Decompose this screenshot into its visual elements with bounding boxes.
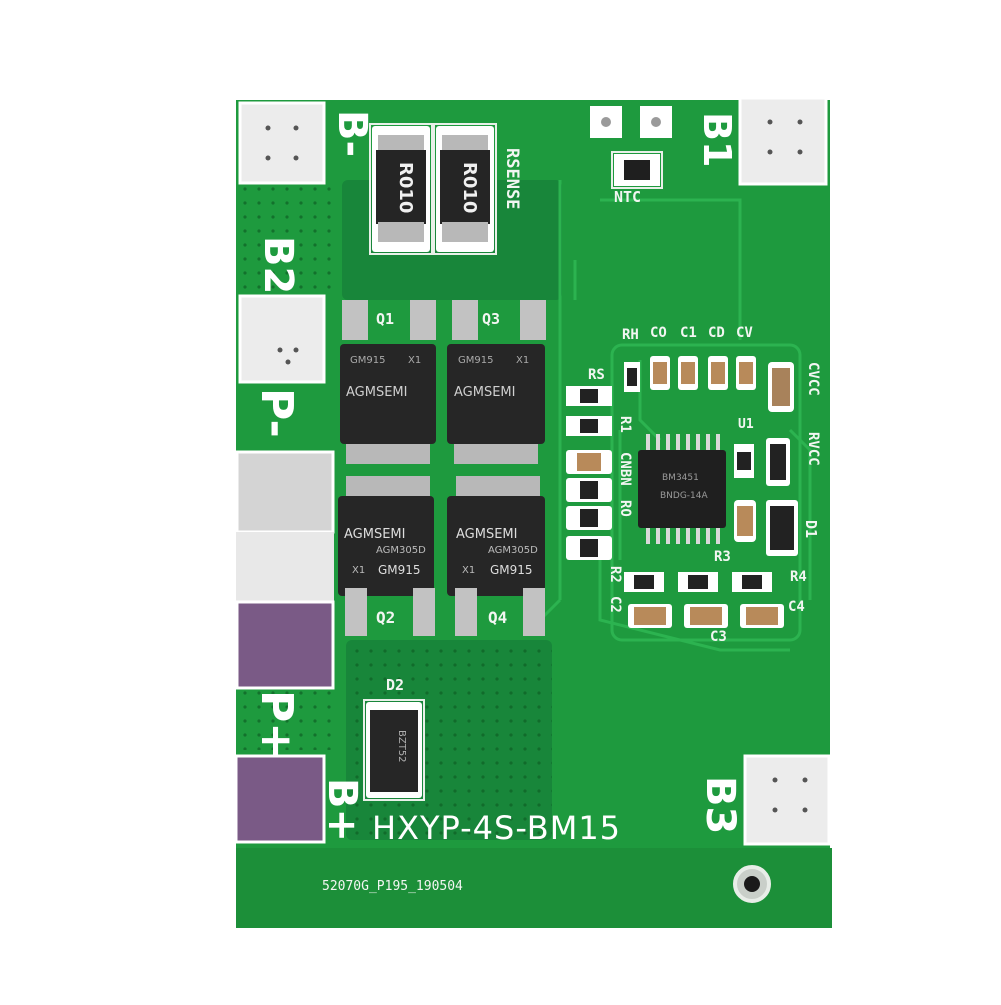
label-b1: B1 xyxy=(695,112,739,168)
refdes-cd: CD xyxy=(708,325,725,341)
refdes-r4: R4 xyxy=(790,569,807,585)
pad-b1 xyxy=(738,96,828,186)
ntc-thermistor xyxy=(614,154,660,186)
refdes-q4: Q4 xyxy=(488,608,508,627)
pad-b-plus xyxy=(234,754,326,844)
label-b3: B3 xyxy=(697,776,743,835)
mosfet-q1-brand: AGMSEMI xyxy=(346,385,408,400)
refdes-c4: C4 xyxy=(788,599,805,615)
label-p-plus: P+ xyxy=(251,690,302,760)
diode-d2 xyxy=(366,702,422,798)
mosfet-q3 xyxy=(447,300,546,464)
refdes-d1: D1 xyxy=(802,520,820,539)
mosfet-q2-code: GM915 xyxy=(378,563,421,577)
label-p-minus: P- xyxy=(251,388,302,438)
shunt-marking-2: R010 xyxy=(459,162,480,214)
ic-marking-1: BM3451 xyxy=(662,473,699,483)
refdes-r3: R3 xyxy=(714,549,731,565)
shunt-resistor-2 xyxy=(436,126,494,252)
refdes-r2: R2 xyxy=(607,566,623,583)
refdes-u1: U1 xyxy=(738,417,754,432)
pad-b-minus xyxy=(238,101,326,185)
shunt-marking-1: R010 xyxy=(395,162,416,214)
refdes-c1: C1 xyxy=(680,325,697,341)
board-model: HXYP-4S-BM15 xyxy=(372,809,622,847)
refdes-r1: R1 xyxy=(617,416,633,433)
mosfet-q2-x: X1 xyxy=(352,565,366,576)
via-field-2 xyxy=(242,180,336,290)
refdes-c2: C2 xyxy=(607,596,623,613)
mosfet-q1-code: GM915 xyxy=(350,355,386,366)
label-b-plus: B+ xyxy=(319,778,365,843)
mosfet-q3-code: GM915 xyxy=(458,355,494,366)
pad-p-minus-top xyxy=(238,294,326,384)
protection-ic xyxy=(638,434,726,544)
mosfet-q2-part: AGM305D xyxy=(376,545,426,556)
refdes-cv: CV xyxy=(736,325,753,341)
diode-marking: BZT52 xyxy=(396,730,407,763)
label-b-minus: B- xyxy=(329,110,375,158)
refdes-cnbn: CNBN xyxy=(617,452,633,486)
pad-p-plus xyxy=(235,600,335,690)
refdes-q2: Q2 xyxy=(376,608,396,627)
refdes-cvcc: CVCC xyxy=(805,362,821,396)
mosfet-q2-brand: AGMSEMI xyxy=(344,527,406,542)
via-field-3 xyxy=(242,690,336,750)
refdes-rh: RH xyxy=(622,327,639,343)
refdes-ro: RO xyxy=(617,500,633,517)
ic-marking-2: BNDG-14A xyxy=(660,491,708,501)
mosfet-q1 xyxy=(340,300,436,464)
passives xyxy=(566,356,798,628)
pad-p-minus-bottom xyxy=(235,450,335,534)
refdes-q1: Q1 xyxy=(376,310,395,328)
pcb-bottom-strip xyxy=(236,848,832,928)
mosfet-q4-part: AGM305D xyxy=(488,545,538,556)
pad-b3 xyxy=(743,754,831,846)
label-b2: B2 xyxy=(255,236,301,295)
refdes-rvcc: RVCC xyxy=(805,432,821,466)
refdes-co: CO xyxy=(650,325,667,341)
refdes-c3: C3 xyxy=(710,629,727,645)
mosfet-q2 xyxy=(338,476,435,636)
pad-dots xyxy=(265,119,808,813)
mosfet-q4 xyxy=(447,476,545,636)
refdes-ntc: NTC xyxy=(614,188,642,206)
mosfet-q3-brand: AGMSEMI xyxy=(454,385,516,400)
refdes-d2: D2 xyxy=(386,676,405,694)
mosfet-q1-x: X1 xyxy=(408,355,422,366)
refdes-q3: Q3 xyxy=(482,310,501,328)
refdes-rsense: RSENSE xyxy=(502,148,522,210)
shunt-resistor-1 xyxy=(372,126,430,252)
mosfet-q4-brand: AGMSEMI xyxy=(456,527,518,542)
pad-strip-white xyxy=(236,532,334,602)
silkscreen-outlines xyxy=(363,123,663,801)
refdes-rs: RS xyxy=(588,367,605,383)
board-batch: 52070G_P195_190504 xyxy=(322,879,463,894)
mosfet-q4-x: X1 xyxy=(462,565,476,576)
mosfet-q4-code: GM915 xyxy=(490,563,533,577)
mosfet-q3-x: X1 xyxy=(516,355,530,366)
